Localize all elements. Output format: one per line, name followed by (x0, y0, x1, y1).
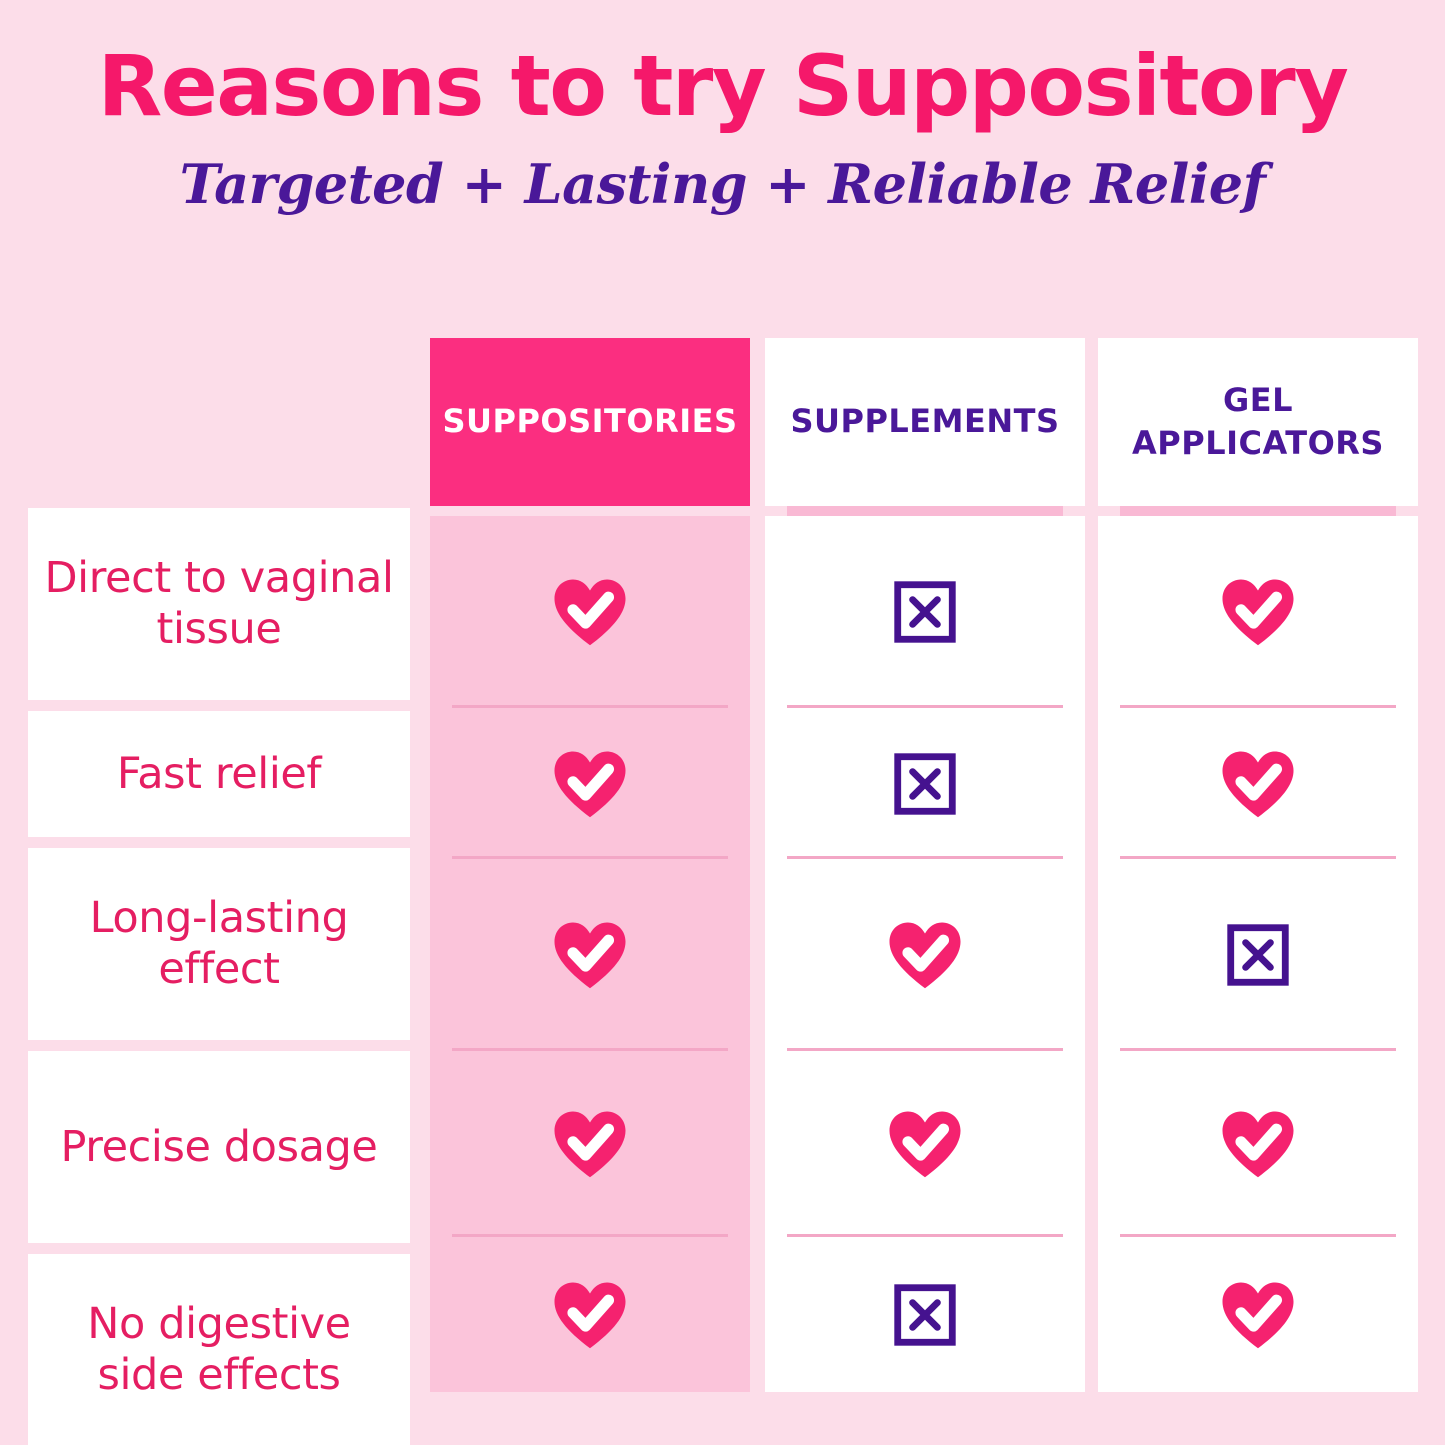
table-cell (430, 859, 750, 1051)
column-gel-applicators: GEL APPLICATORS (1098, 338, 1418, 1392)
cell-separator (1120, 1234, 1396, 1237)
cell-separator (452, 705, 728, 708)
cell-separator (787, 856, 1063, 859)
heart-check-icon (553, 1280, 627, 1350)
page-title: Reasons to try Suppository (97, 37, 1349, 135)
table-cell (1098, 1237, 1418, 1392)
heart-check-icon (1221, 749, 1295, 819)
table-cell (430, 708, 750, 859)
table-cell (1098, 1051, 1418, 1237)
column-body (1098, 516, 1418, 1392)
heart-check-icon (1221, 577, 1295, 647)
cell-separator (452, 1234, 728, 1237)
feature-label-text: No digestive side effects (87, 1299, 351, 1400)
table-cell (765, 708, 1085, 859)
column-header-label: SUPPLEMENTS (790, 402, 1060, 441)
cell-separator (1120, 1048, 1396, 1051)
page-subtitle: Targeted + Lasting + Reliable Relief (179, 151, 1266, 216)
heart-check-icon (553, 920, 627, 990)
table-cell (765, 859, 1085, 1051)
heart-check-icon (1221, 1109, 1295, 1179)
column-header-label: SUPPOSITORIES (442, 402, 738, 441)
feature-label-text: Direct to vaginal tissue (44, 553, 394, 654)
cell-separator (787, 1234, 1063, 1237)
column-body (430, 516, 750, 1392)
feature-label-text: Fast relief (116, 748, 322, 799)
feature-label-text: Long-lasting effect (89, 893, 349, 994)
heart-check-icon (1221, 1280, 1295, 1350)
feature-label-card: Long-lasting effect (28, 848, 410, 1040)
cell-separator (787, 1048, 1063, 1051)
heart-check-icon (553, 1109, 627, 1179)
table-cell (1098, 516, 1418, 708)
square-x-icon (894, 751, 956, 817)
feature-label-card: Direct to vaginal tissue (28, 508, 410, 700)
table-cell (430, 516, 750, 708)
table-cell (765, 1051, 1085, 1237)
column-header-suppositories: SUPPOSITORIES (430, 338, 750, 506)
heart-check-icon (888, 920, 962, 990)
table-cell (1098, 859, 1418, 1051)
table-cell (1098, 708, 1418, 859)
table-cell (765, 516, 1085, 708)
column-supplements: SUPPLEMENTS (765, 338, 1085, 1392)
feature-label-card: No digestive side effects (28, 1254, 410, 1445)
square-x-icon (894, 579, 956, 645)
table-cell (430, 1051, 750, 1237)
column-header-gel-applicators: GEL APPLICATORS (1098, 338, 1418, 506)
column-header-supplements: SUPPLEMENTS (765, 338, 1085, 506)
column-header-label: GEL APPLICATORS (1132, 380, 1384, 462)
cell-separator (1120, 705, 1396, 708)
feature-label-card: Fast relief (28, 711, 410, 837)
feature-label-column: Direct to vaginal tissue Fast relief Lon… (28, 508, 410, 1445)
feature-label-card: Precise dosage (28, 1051, 410, 1243)
feature-label-text: Precise dosage (60, 1121, 378, 1172)
cell-separator (452, 1048, 728, 1051)
cell-separator (452, 856, 728, 859)
column-header-rule (787, 506, 1063, 516)
square-x-icon (894, 1282, 956, 1348)
column-body (765, 516, 1085, 1392)
comparison-table: Direct to vaginal tissue Fast relief Lon… (0, 338, 1445, 1445)
cell-separator (1120, 856, 1396, 859)
table-cell (430, 1237, 750, 1392)
poster-heading: Reasons to try Suppository Targeted + La… (0, 37, 1445, 216)
square-x-icon (1227, 922, 1289, 988)
table-cell (765, 1237, 1085, 1392)
column-suppositories: SUPPOSITORIES (430, 338, 750, 1392)
heart-check-icon (553, 749, 627, 819)
column-header-rule (452, 506, 728, 516)
column-header-rule (1120, 506, 1396, 516)
heart-check-icon (553, 577, 627, 647)
cell-separator (787, 705, 1063, 708)
heart-check-icon (888, 1109, 962, 1179)
